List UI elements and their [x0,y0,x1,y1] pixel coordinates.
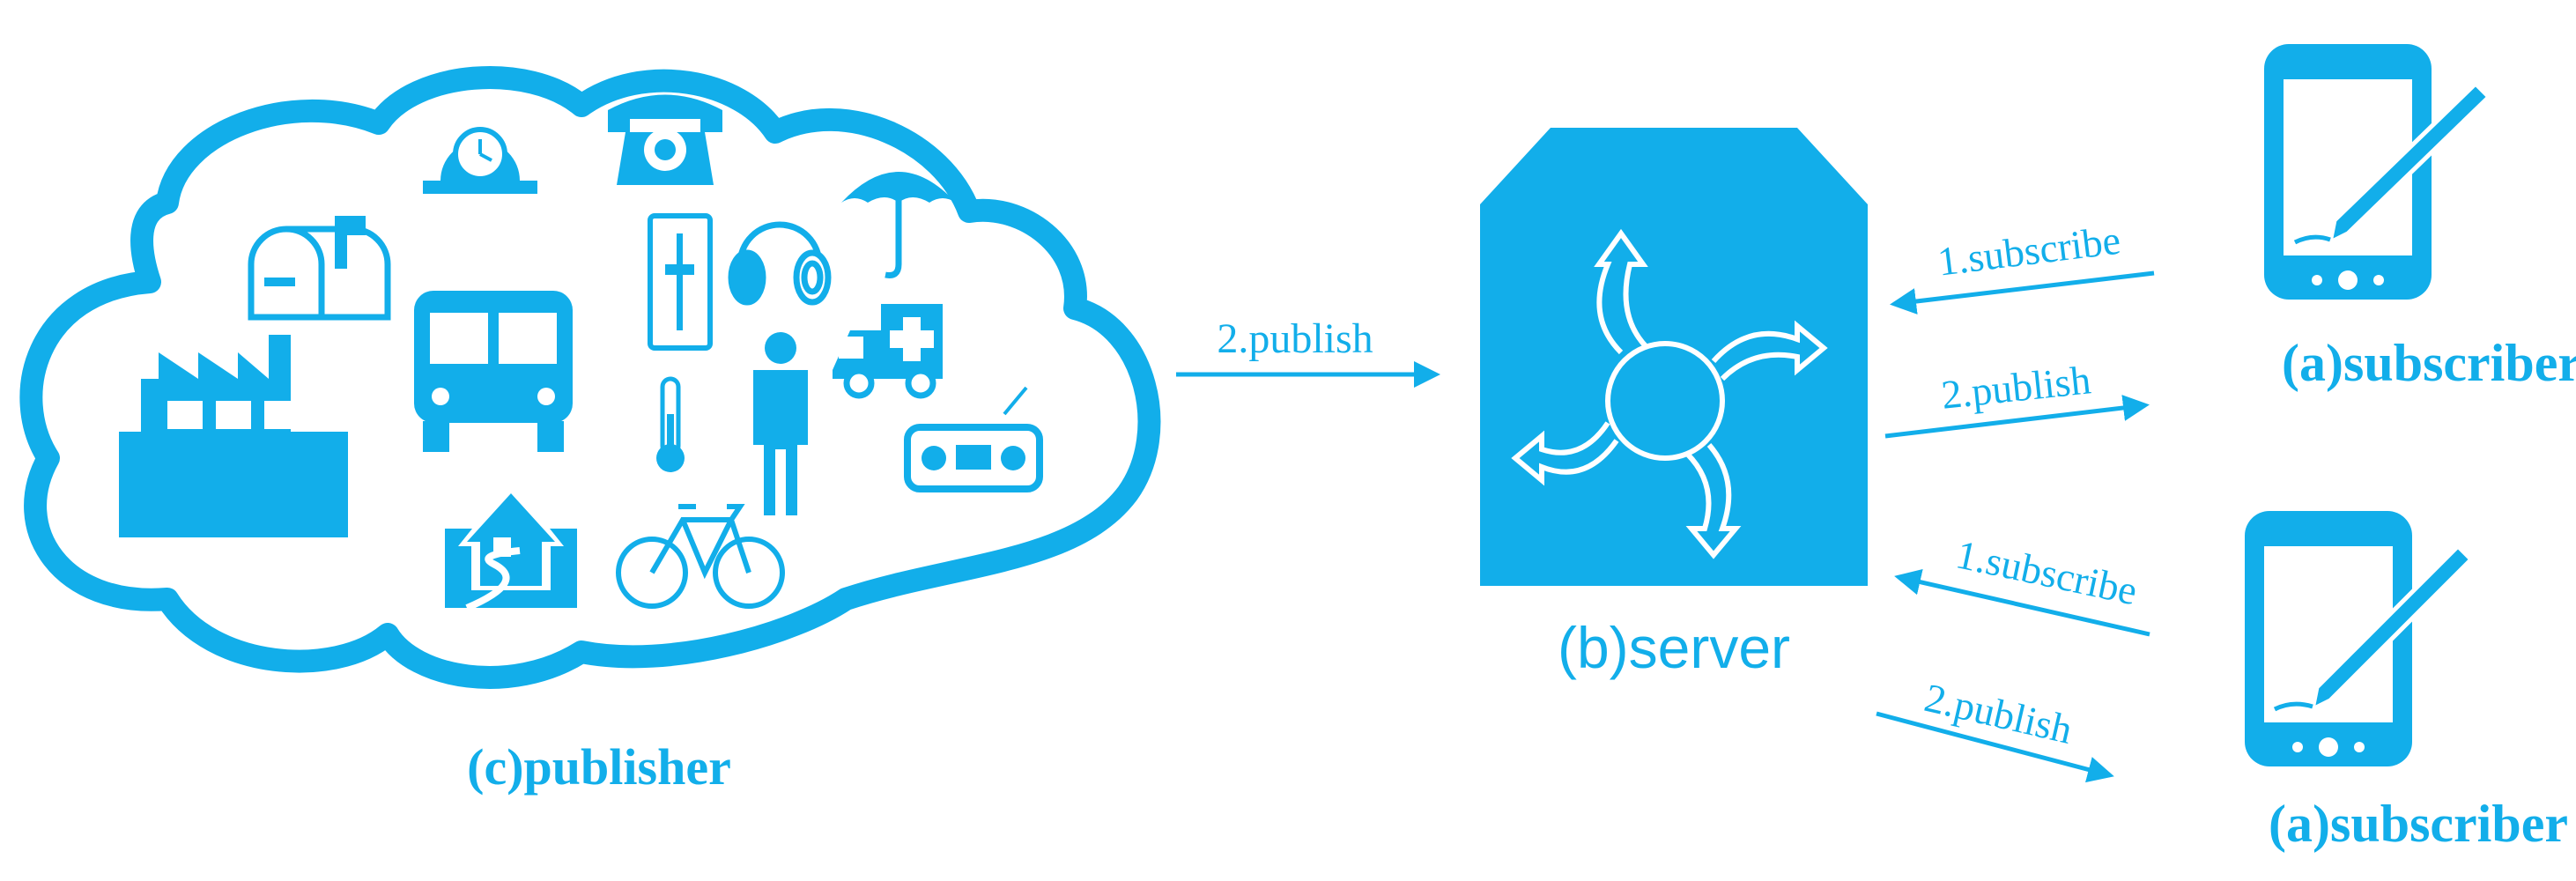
cloud-outline [19,66,1161,689]
umbrella-icon [841,172,956,278]
publish-arrow-to-server: 2.publish [1176,315,1440,388]
server: (b)server [1480,128,1868,680]
telephone-icon [608,94,722,185]
house-icon [445,480,577,611]
bus-icon [414,291,573,452]
headphones-icon [728,221,832,306]
server-label: (b)server [1558,615,1790,680]
subscriber-top: (a)subscriber [2264,44,2576,392]
sub1-subscribe-arrow: 1.subscribe [1890,218,2155,315]
clock-icon [423,127,537,194]
publisher-label: (c)publisher [467,738,731,796]
bicycle-icon [616,504,785,609]
tablet-stylus-icon [2264,44,2492,300]
server-routing-icon [1511,228,1828,559]
publish-arrow-label: 2.publish [1217,315,1373,362]
ambulance-icon [833,304,943,399]
sub1-publish-label: 2.publish [1939,357,2092,417]
publisher-cloud: (c)publisher [19,66,1161,796]
subscriber-top-label: (a)subscriber [2282,334,2576,392]
tablet-stylus-icon [2245,511,2475,766]
mailbox-icon [248,216,391,321]
subscriber-bottom: (a)subscriber [2245,511,2568,853]
sub1-subscribe-label: 1.subscribe [1936,218,2123,285]
person-icon [753,332,808,515]
factory-icon [119,335,348,537]
sub2-subscribe-label: 1.subscribe [1952,531,2141,613]
thermometer-icon [656,376,685,472]
radio-icon [904,386,1043,492]
sub2-publish-label: 2.publish [1921,675,2076,752]
sub2-publish-arrow: 2.publish [1876,675,2114,783]
subscriber-bottom-label: (a)subscriber [2269,795,2568,853]
sub1-publish-arrow: 2.publish [1884,357,2150,439]
sub2-subscribe-arrow: 1.subscribe [1894,531,2150,637]
thermostat-icon [648,213,713,351]
